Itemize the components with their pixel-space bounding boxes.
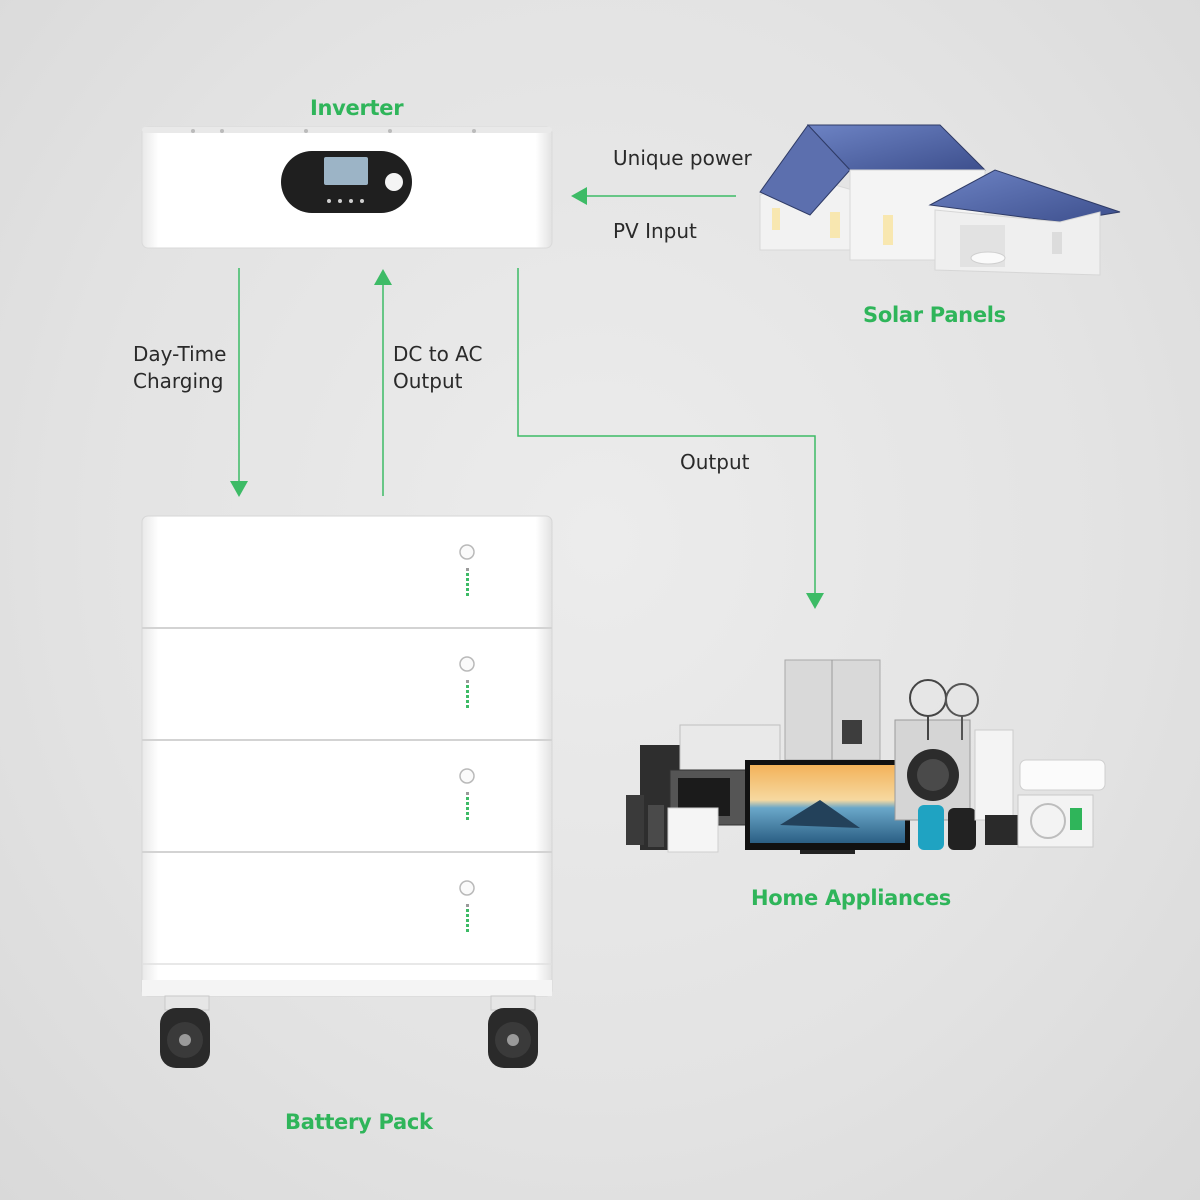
battery-power-button[interactable] xyxy=(459,656,475,672)
battery-led-indicator xyxy=(466,909,469,912)
solar-house-icon xyxy=(759,124,1121,276)
battery-led-indicator xyxy=(466,924,469,927)
dc-ac-arrowhead xyxy=(374,269,392,285)
charging-label: Day-Time Charging xyxy=(133,342,227,393)
battery-led-indicator xyxy=(466,690,469,693)
output-arrow xyxy=(517,268,816,594)
pv-input-arrowhead xyxy=(571,187,587,205)
battery-led-indicator xyxy=(466,812,469,815)
home-appliances-icon xyxy=(626,659,1106,854)
battery-led-indicator xyxy=(466,680,469,683)
battery-led-indicator xyxy=(466,573,469,576)
output-arrowhead xyxy=(806,593,824,609)
battery-led-indicator xyxy=(466,705,469,708)
battery-led-indicator xyxy=(466,914,469,917)
inverter-unit xyxy=(141,126,553,249)
battery-module xyxy=(459,768,475,820)
battery-module xyxy=(459,544,475,596)
pv-label-bottom: PV Input xyxy=(613,219,697,243)
battery-led-indicator xyxy=(466,578,469,581)
battery-led-indicator xyxy=(466,797,469,800)
battery-power-button[interactable] xyxy=(459,544,475,560)
battery-led-indicator xyxy=(466,919,469,922)
battery-led-indicator xyxy=(466,583,469,586)
battery-led-indicator xyxy=(466,568,469,571)
battery-module xyxy=(459,656,475,708)
battery-led-indicator xyxy=(466,802,469,805)
battery-wheel-left xyxy=(160,995,210,1068)
battery-led-indicator xyxy=(466,593,469,596)
battery-led-indicator xyxy=(466,817,469,820)
battery-pack-title: Battery Pack xyxy=(285,1110,433,1134)
flow-arrows xyxy=(230,187,824,609)
charging-arrowhead xyxy=(230,481,248,497)
battery-led-indicator xyxy=(466,685,469,688)
battery-led-indicator xyxy=(466,695,469,698)
solar-panels-title: Solar Panels xyxy=(863,303,1006,327)
battery-led-indicator xyxy=(466,700,469,703)
battery-power-button[interactable] xyxy=(459,880,475,896)
pv-label-top: Unique power xyxy=(613,146,752,170)
battery-led-indicator xyxy=(466,792,469,795)
battery-power-button[interactable] xyxy=(459,768,475,784)
battery-led-indicator xyxy=(466,929,469,932)
home-appliances-title: Home Appliances xyxy=(751,886,951,910)
battery-led-indicator xyxy=(466,807,469,810)
battery-module xyxy=(459,880,475,932)
inverter-title: Inverter xyxy=(310,96,404,120)
output-label: Output xyxy=(680,450,750,474)
battery-stack-icon xyxy=(141,515,553,1068)
inverter-display-panel xyxy=(281,151,412,213)
battery-wheel-right xyxy=(488,995,538,1068)
battery-led-indicator xyxy=(466,904,469,907)
dc-ac-label: DC to AC Output xyxy=(393,342,483,393)
battery-led-indicator xyxy=(466,588,469,591)
